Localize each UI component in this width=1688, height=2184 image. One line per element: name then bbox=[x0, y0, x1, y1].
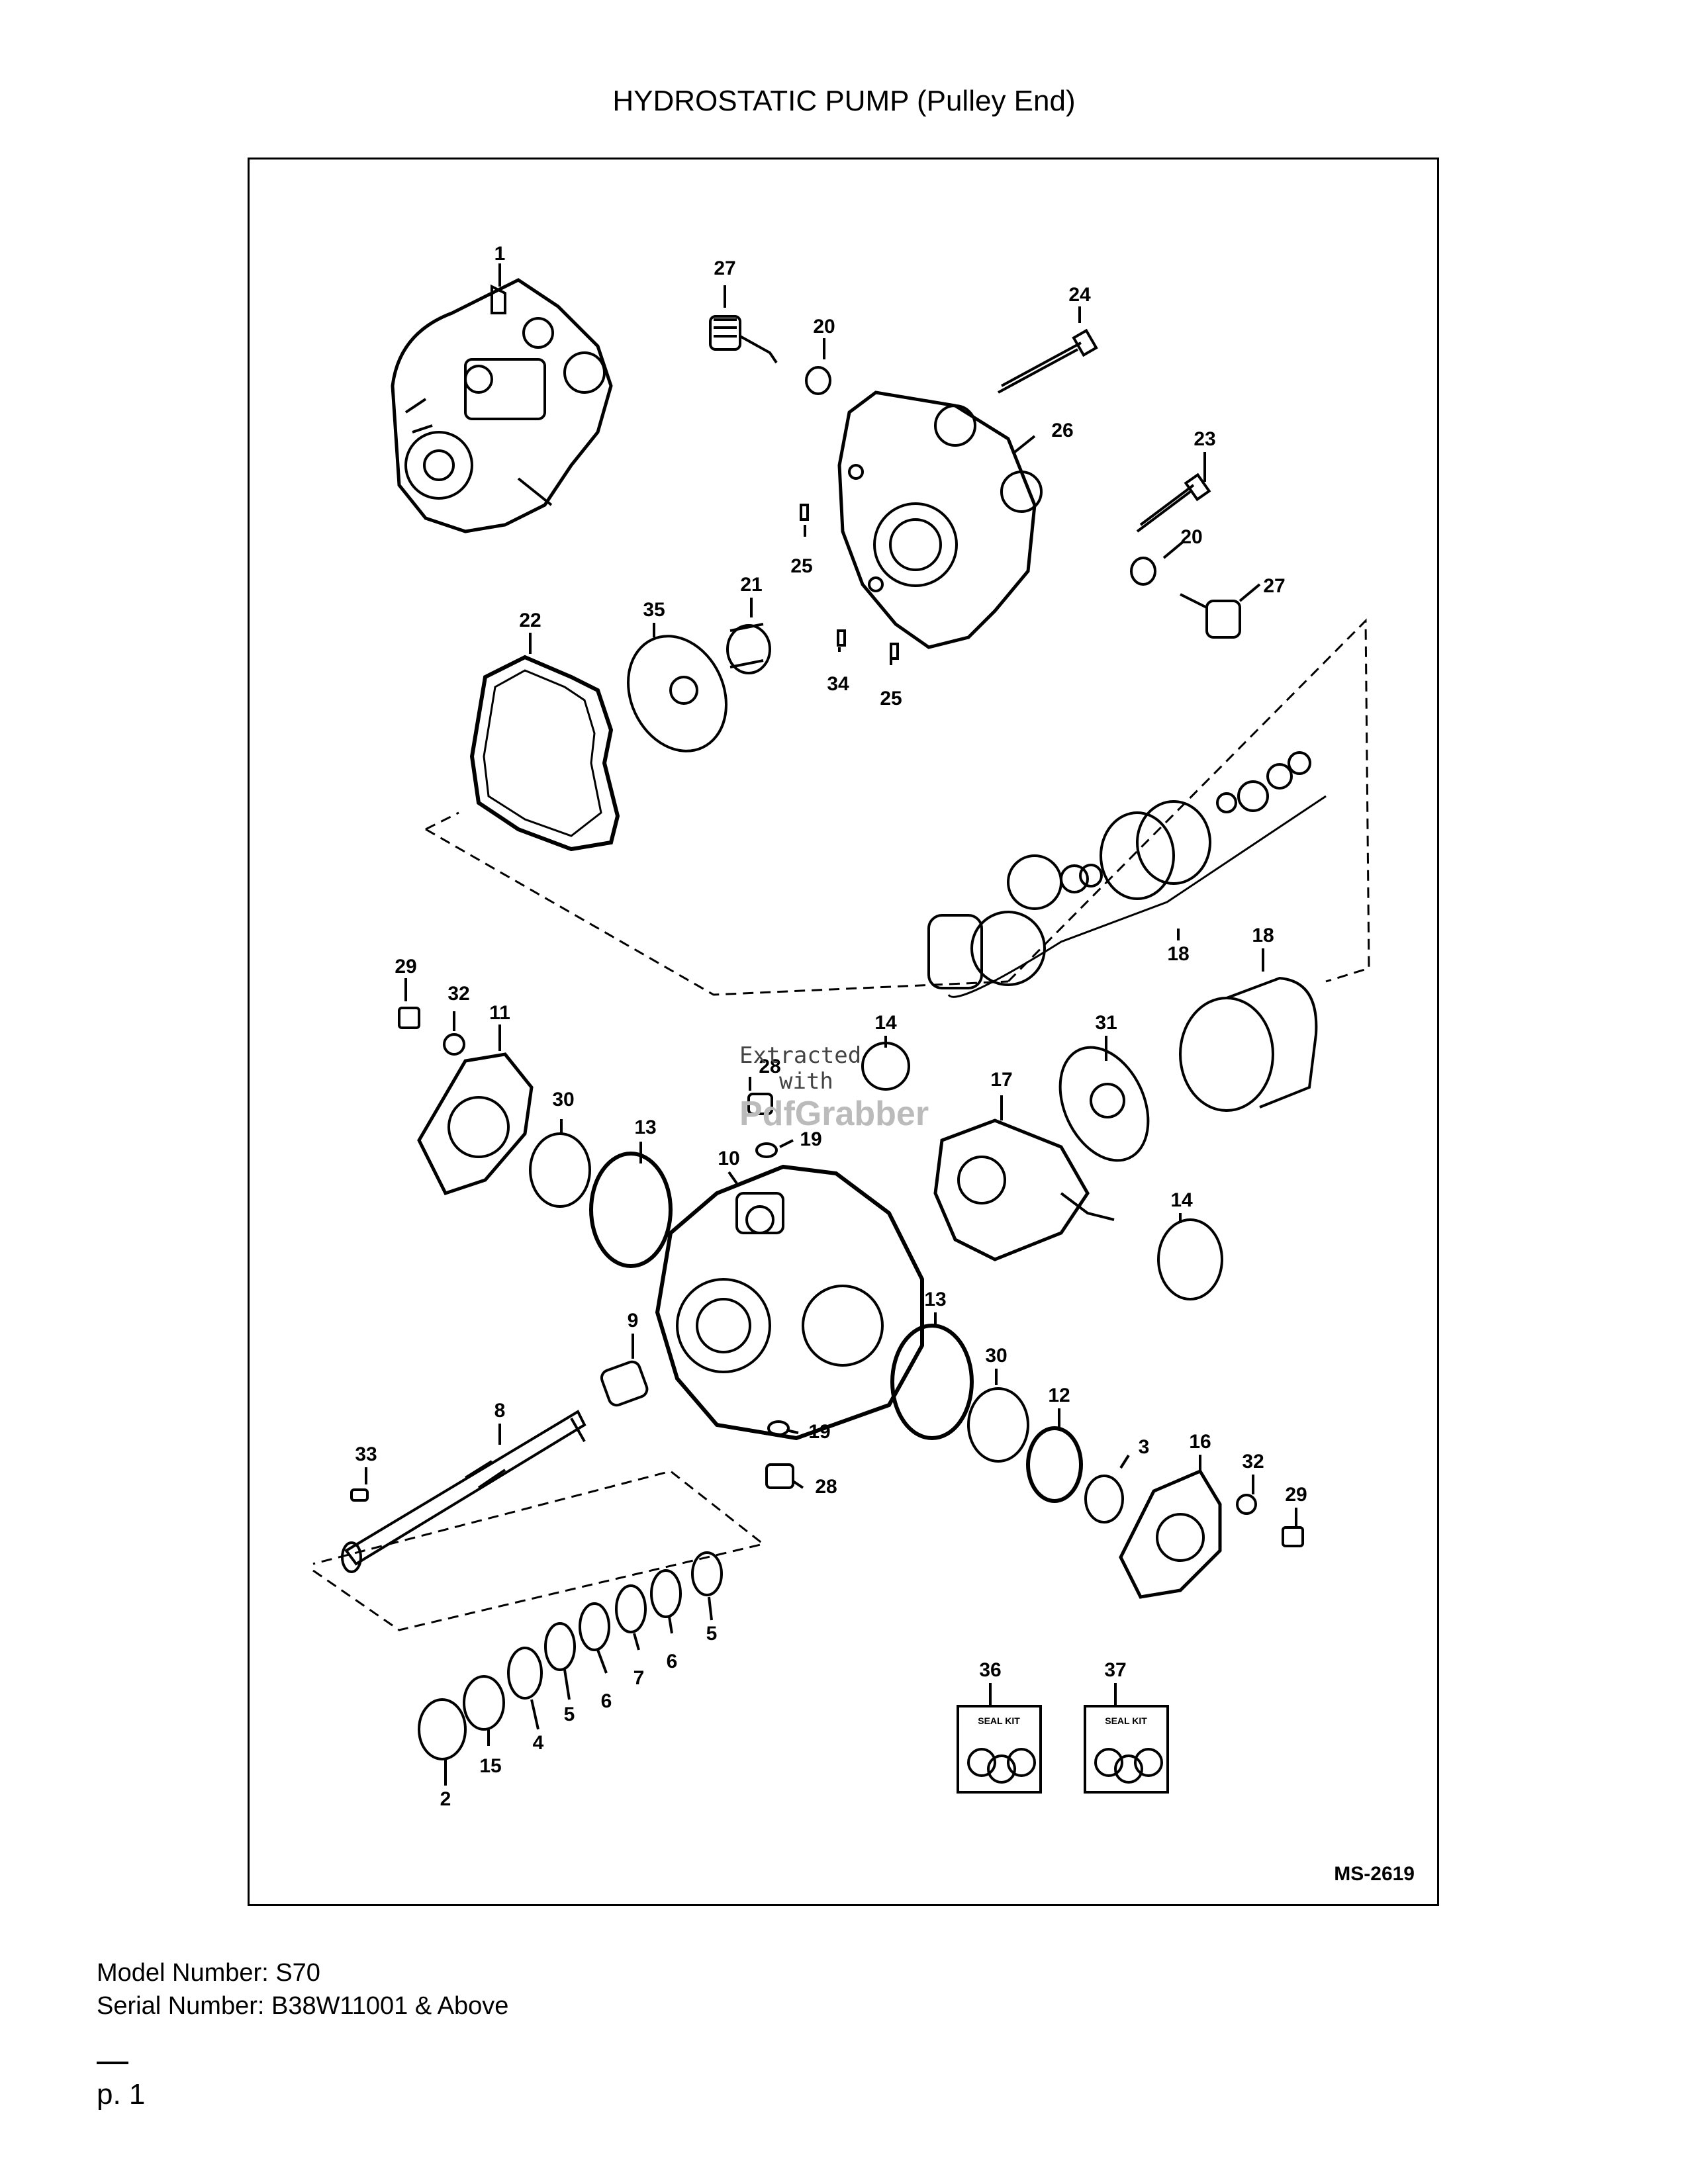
callout-19: 19 bbox=[800, 1128, 821, 1150]
callout-37: 37 bbox=[1104, 1659, 1126, 1681]
exploded-diagram-frame: SEAL KIT SEAL KIT 1 27 20 24 26 23 20 27… bbox=[248, 158, 1439, 1906]
callout-24: 24 bbox=[1068, 284, 1091, 306]
callout-13: 13 bbox=[634, 1116, 656, 1138]
callout-28: 28 bbox=[759, 1056, 780, 1077]
page-number-rule bbox=[97, 2062, 128, 2064]
callout-27: 27 bbox=[1263, 575, 1285, 597]
exploded-parts-diagram: SEAL KIT SEAL KIT 1 27 20 24 26 23 20 27… bbox=[312, 243, 1370, 1810]
callout-29: 29 bbox=[395, 956, 416, 978]
callout-6: 6 bbox=[601, 1690, 612, 1712]
callout-13: 13 bbox=[924, 1289, 946, 1310]
callout-16: 16 bbox=[1189, 1431, 1211, 1453]
callout-34: 34 bbox=[827, 673, 849, 695]
seal-kit-label: SEAL KIT bbox=[978, 1715, 1020, 1726]
watermark-line1: Extracted bbox=[739, 1042, 862, 1069]
callout-3: 3 bbox=[1139, 1436, 1150, 1458]
callout-10: 10 bbox=[718, 1148, 739, 1169]
callout-5: 5 bbox=[706, 1623, 718, 1645]
callout-9: 9 bbox=[628, 1310, 639, 1332]
callout-14: 14 bbox=[874, 1012, 897, 1034]
callout-32: 32 bbox=[1242, 1451, 1264, 1473]
model-number: Model Number: S70 bbox=[97, 1959, 320, 1987]
callout-31: 31 bbox=[1095, 1012, 1117, 1034]
callout-33: 33 bbox=[355, 1443, 377, 1465]
callout-18: 18 bbox=[1252, 925, 1274, 946]
drawing-code: MS-2619 bbox=[1334, 1863, 1415, 1885]
callout-5: 5 bbox=[564, 1704, 575, 1725]
callout-12: 12 bbox=[1048, 1385, 1070, 1406]
callout-30: 30 bbox=[985, 1345, 1007, 1367]
callout-22: 22 bbox=[519, 610, 541, 631]
watermark-line2: with bbox=[779, 1068, 833, 1095]
watermark: Extracted with PdfGrabber bbox=[739, 1042, 929, 1134]
pump-housing-illustration bbox=[655, 1164, 924, 1441]
rotating-group-illustration bbox=[927, 751, 1327, 998]
end-cap-illustration bbox=[837, 390, 1043, 649]
callout-2: 2 bbox=[440, 1788, 451, 1810]
serial-number: Serial Number: B38W11001 & Above bbox=[97, 1992, 509, 2020]
callout-6: 6 bbox=[667, 1651, 678, 1672]
callout-8: 8 bbox=[494, 1400, 506, 1422]
callout-20: 20 bbox=[1180, 526, 1202, 548]
page-number: p. 1 bbox=[97, 2078, 146, 2111]
fitting-top bbox=[709, 315, 778, 364]
callout-30: 30 bbox=[552, 1089, 574, 1111]
callout-26: 26 bbox=[1051, 420, 1073, 441]
callout-14: 14 bbox=[1170, 1189, 1193, 1211]
seal-kit-label: SEAL KIT bbox=[1105, 1715, 1147, 1726]
callout-4: 4 bbox=[533, 1732, 544, 1754]
callout-23: 23 bbox=[1194, 428, 1215, 450]
callout-21: 21 bbox=[740, 574, 762, 596]
callout-27: 27 bbox=[714, 257, 735, 279]
callout-25: 25 bbox=[790, 555, 812, 577]
callout-19: 19 bbox=[808, 1421, 830, 1443]
callout-17: 17 bbox=[990, 1069, 1012, 1091]
callout-36: 36 bbox=[979, 1659, 1001, 1681]
callout-7: 7 bbox=[633, 1667, 645, 1689]
callout-35: 35 bbox=[643, 599, 665, 621]
callout-29: 29 bbox=[1285, 1484, 1307, 1506]
callout-1: 1 bbox=[494, 243, 506, 265]
watermark-brand: PdfGrabber bbox=[739, 1095, 929, 1134]
page-title: HYDROSTATIC PUMP (Pulley End) bbox=[612, 85, 1076, 117]
callout-11: 11 bbox=[489, 1002, 510, 1024]
assembled-pump-illustration bbox=[391, 278, 613, 533]
callout-15: 15 bbox=[479, 1755, 501, 1777]
callout-32: 32 bbox=[447, 983, 469, 1005]
callout-18: 18 bbox=[1167, 943, 1189, 965]
callout-25: 25 bbox=[880, 688, 902, 709]
callout-28: 28 bbox=[815, 1476, 837, 1498]
callout-20: 20 bbox=[813, 316, 835, 338]
